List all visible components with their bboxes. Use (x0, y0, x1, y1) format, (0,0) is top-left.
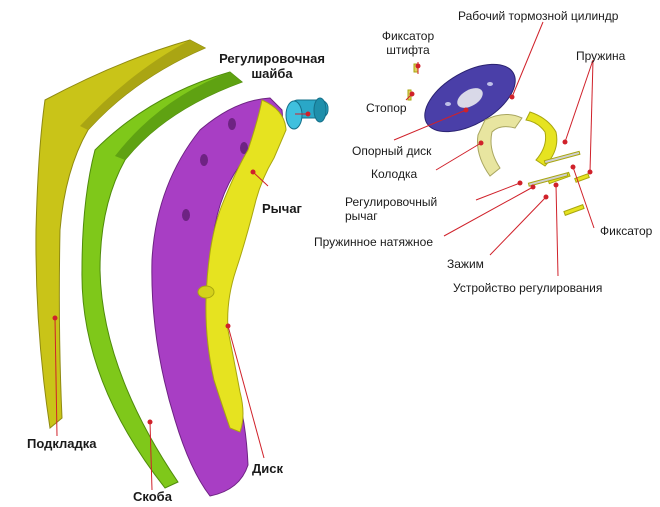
bracket-part (81, 71, 243, 489)
label-backing-plate: Опорный диск (352, 144, 432, 158)
label-bracket: Скоба (133, 489, 172, 504)
label-lever: Рычаг (262, 201, 302, 216)
brake-shoes-part (477, 111, 558, 177)
pad-part (35, 39, 207, 429)
label-pin-lock: Фиксатор штифта (381, 29, 435, 57)
label-adjuster: Устройство регулирования (453, 281, 603, 295)
label-stopper: Стопор (366, 101, 407, 115)
label-adjusting-lever: Регулировочный рычаг (345, 195, 438, 223)
backing-plate-part (424, 63, 516, 133)
label-retainer: Фиксатор (600, 224, 653, 238)
label-washer: Регулировочная шайба (219, 51, 325, 81)
label-spring: Пружина (576, 49, 626, 63)
leader-dots (52, 63, 593, 425)
label-spring-tensioner: Пружинное натяжное (314, 235, 433, 249)
small-parts (407, 63, 590, 216)
label-pad: Подкладка (27, 436, 97, 451)
washer-part (285, 97, 329, 130)
label-disc: Диск (252, 461, 283, 476)
label-clamp: Зажим (447, 257, 484, 271)
label-wheel-cylinder: Рабочий тормозной цилиндр (458, 9, 619, 23)
lever-part (197, 99, 287, 433)
label-shoe: Колодка (371, 167, 418, 181)
